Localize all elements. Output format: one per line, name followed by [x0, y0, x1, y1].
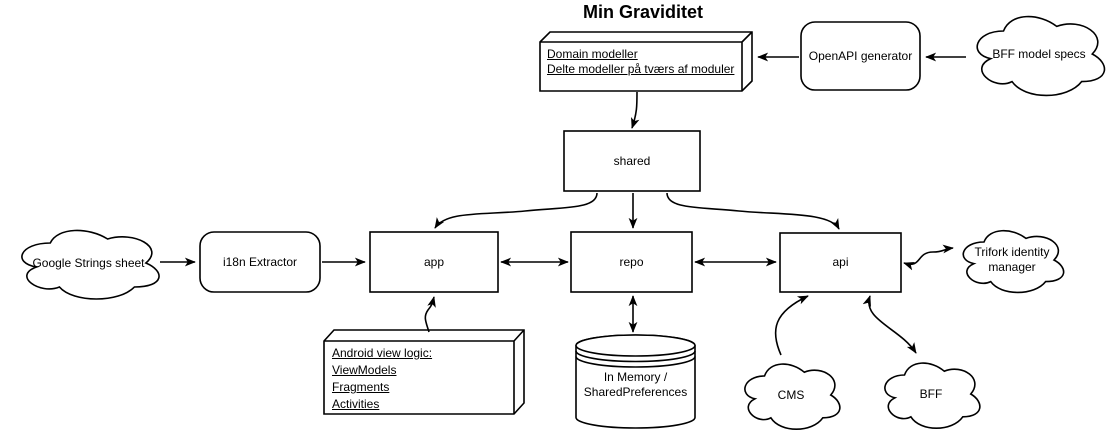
shared-label: shared — [613, 153, 651, 168]
shared-box — [563, 130, 701, 192]
domain-models-cube — [539, 31, 753, 92]
cms-cloud — [744, 363, 841, 430]
cms-label: CMS — [777, 387, 805, 402]
openapi-generator-box — [800, 21, 921, 91]
api-label: api — [832, 255, 849, 269]
trifork-identity-manager-label: Trifork identity manager — [974, 245, 1050, 274]
i18n-extractor-box — [199, 231, 321, 293]
arrow-shared-to-app — [434, 192, 598, 229]
diagram-title: Min Graviditet — [582, 2, 703, 22]
app-box — [369, 231, 499, 293]
i18n-extractor-label: i18n Extractor — [222, 254, 298, 269]
storage-label: In Memory / SharedPreferences — [583, 370, 688, 399]
storage-cylinder — [575, 334, 696, 429]
openapi-generator-label: OpenAPI generator — [808, 48, 913, 63]
trifork-identity-manager-cloud — [962, 229, 1065, 294]
arrow-domainmodels-to-shared — [631, 91, 640, 129]
app-label: app — [423, 254, 445, 269]
android-view-logic-text: Android view logic: ViewModels Fragments… — [332, 346, 433, 411]
bff-label: BFF — [919, 386, 943, 401]
arrow-cms-to-api — [774, 295, 809, 356]
bff-model-specs-label: BFF model specs — [992, 46, 1086, 61]
google-strings-sheet-label: Google Strings sheet — [32, 255, 145, 270]
google-strings-sheet-cloud — [21, 229, 160, 300]
arrow-shared-to-api — [666, 192, 840, 230]
api-box — [779, 232, 902, 293]
arrow-api-trifork — [903, 244, 954, 271]
bff-model-specs-cloud — [976, 15, 1106, 97]
bff-cloud — [884, 362, 981, 429]
arrow-api-bff — [862, 295, 917, 354]
repo-label: repo — [619, 254, 644, 269]
domain-models-text: Domain modeller Delte modeller på tværs … — [547, 47, 735, 76]
arrow-androidlogic-to-app — [424, 296, 436, 333]
android-view-logic-cube — [323, 329, 525, 415]
repo-box — [570, 231, 693, 293]
